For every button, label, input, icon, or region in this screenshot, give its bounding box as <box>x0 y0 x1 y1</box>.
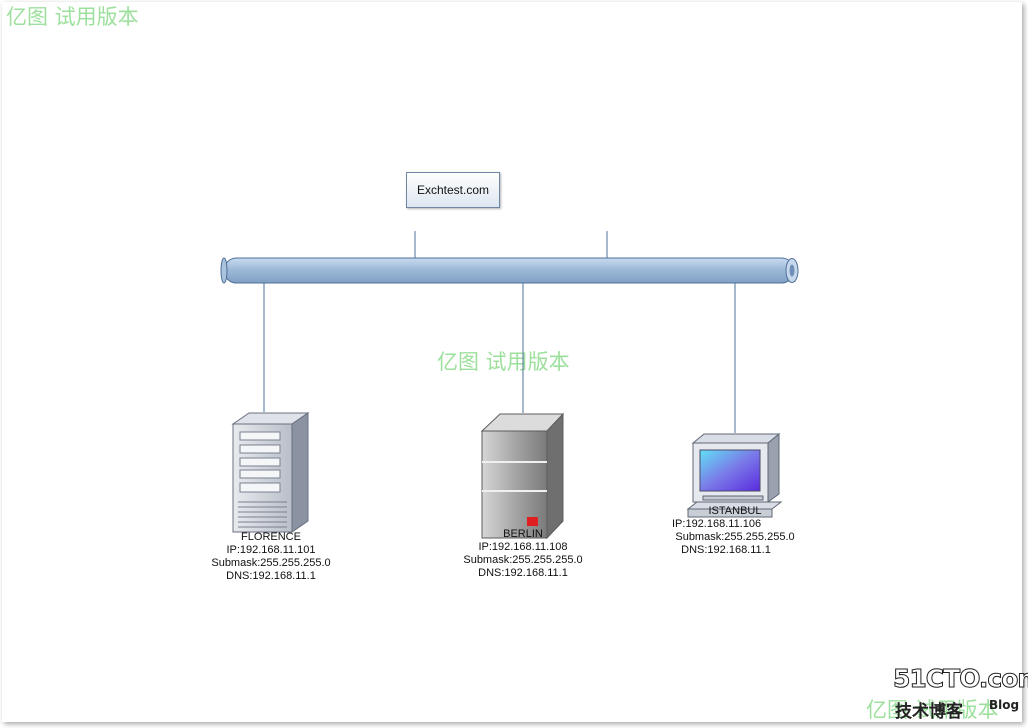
node-dns: DNS:192.168.11.1 <box>226 570 316 582</box>
logo-sub-text: 技术博客 <box>895 702 963 722</box>
watermark-middle: 亿图 试用版本 <box>437 350 570 374</box>
server-icon <box>480 412 565 540</box>
status-led <box>527 517 538 526</box>
site-logo: 51CTO.com 技术博客 Blog <box>892 664 1028 724</box>
watermark-top: 亿图 试用版本 <box>6 5 139 29</box>
node-name: ISTANBUL <box>708 505 762 517</box>
domain-name: Exchtest.com <box>416 183 490 197</box>
tower-server-icon <box>231 412 310 533</box>
node-ip: IP:192.168.11.106 <box>672 518 762 530</box>
logo-main-text: 51CTO.com <box>892 664 1028 694</box>
node-ip: IP:192.168.11.101 <box>226 544 316 556</box>
network-bus <box>220 257 799 284</box>
watermark-bottom: 亿图 试用版本 <box>866 698 999 722</box>
computer-monitor-icon <box>686 432 783 518</box>
logo-blog-text: Blog <box>989 698 1020 712</box>
node-submask: Submask:255.255.255.0 <box>675 531 795 543</box>
connector-lines <box>263 231 736 433</box>
node-name: BERLIN <box>503 528 543 540</box>
node-name: FLORENCE <box>241 531 301 543</box>
node-berlin-label: BERLIN IP:192.168.11.108 Submask:255.255… <box>453 528 593 580</box>
node-dns: DNS:192.168.11.1 <box>478 567 568 579</box>
node-ip: IP:192.168.11.108 <box>478 541 568 553</box>
node-submask: Submask:255.255.255.0 <box>463 554 583 566</box>
node-submask: Submask:255.255.255.0 <box>211 557 331 569</box>
node-istanbul-label: ISTANBUL IP:192.168.11.106 Submask:255.2… <box>660 505 810 557</box>
node-dns: DNS:192.168.11.1 <box>681 544 771 556</box>
domain-box: Exchtest.com <box>406 172 500 208</box>
node-florence-label: FLORENCE IP:192.168.11.101 Submask:255.2… <box>201 531 341 583</box>
